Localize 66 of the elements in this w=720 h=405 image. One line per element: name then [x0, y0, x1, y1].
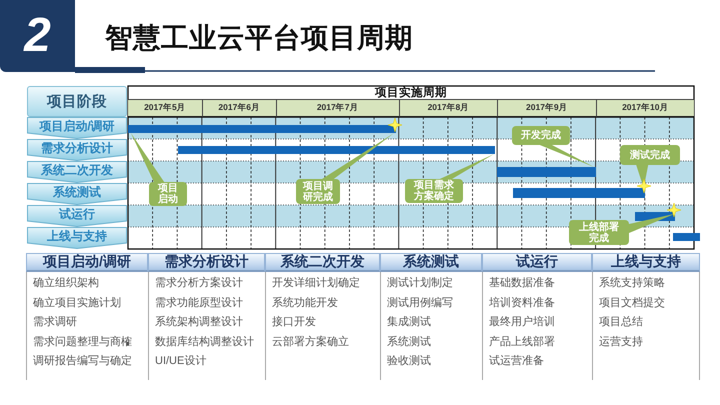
task-item: 试运营准备 — [489, 354, 544, 369]
gantt-bar — [128, 125, 396, 133]
task-item: 数据库结构调整设计 — [155, 334, 254, 350]
task-item: 验收测试 — [387, 354, 431, 369]
task-item: 确立组织架构 — [33, 276, 99, 291]
phase-header: 系统二次开发 — [265, 253, 380, 272]
callout-pointer — [540, 145, 594, 167]
callout-pointer — [440, 154, 494, 179]
task-item: 开发详细计划确定 — [272, 276, 360, 291]
task-item: UI/UE设计 — [155, 354, 206, 369]
task-item: 项目总结 — [599, 315, 643, 330]
callout-bubble: 上线部署完成 — [569, 220, 629, 245]
month-header: 2017年8月 — [398, 99, 498, 117]
stage-tab: 上线与支持 — [27, 227, 127, 249]
task-item: 接口开发 — [272, 314, 316, 330]
task-item: 培训资料准备 — [489, 296, 555, 310]
task-item: 需求问题整理与商榷 — [33, 334, 132, 350]
task-item: 测试计划制定 — [387, 276, 453, 291]
chart-heading: 项目实施周期 — [375, 86, 447, 99]
task-item: 运营支持 — [599, 334, 643, 350]
callout-bubble: 项目启动 — [149, 182, 187, 206]
callout-pointer — [629, 214, 675, 233]
task-item: 需求调研 — [33, 315, 77, 330]
callout-bubble: 开发完成 — [512, 126, 570, 145]
month-header: 2017年6月 — [202, 99, 276, 117]
task-item: 最终用户培训 — [489, 314, 555, 330]
stage-tab: 项目启动/调研 — [27, 117, 127, 139]
task-item: 确立项目实施计划 — [33, 296, 121, 310]
task-item: 基础数据准备 — [489, 276, 555, 291]
gantt-bar — [513, 188, 645, 198]
page-title: 智慧工业云平台项目周期 — [105, 21, 413, 55]
phase-header: 上线与支持 — [592, 253, 700, 272]
phase-header: 系统测试 — [380, 253, 482, 272]
gantt-bar — [497, 167, 596, 177]
phase-header: 需求分析设计 — [148, 253, 265, 272]
phase-header: 项目启动/调研 — [26, 253, 148, 272]
month-header: 2017年10月 — [596, 99, 694, 117]
task-item: 集成测试 — [387, 315, 431, 330]
month-header: 2017年9月 — [497, 99, 596, 117]
task-item: 调研报告编写与确定 — [33, 354, 132, 369]
callout-pointer — [130, 133, 164, 182]
stage-tab: 系统二次开发 — [27, 161, 127, 183]
task-item: 需求功能原型设计 — [155, 296, 243, 310]
stage-tab: 需求分析设计 — [27, 139, 127, 161]
callout-bubble: 项目调研完成 — [296, 179, 340, 204]
gantt-bar — [673, 233, 700, 241]
task-item: 需求分析方案设计 — [155, 276, 243, 291]
task-item: 项目文档提交 — [599, 296, 665, 310]
stage-header-box: 项目阶段 — [27, 86, 127, 117]
month-header: 2017年5月 — [128, 99, 202, 117]
task-column — [592, 272, 700, 380]
stage-tab: 试运行 — [27, 205, 127, 227]
task-item: 云部署方案确立 — [272, 334, 349, 350]
stage-tab: 系统测试 — [27, 183, 127, 205]
phase-header: 试运行 — [482, 253, 592, 272]
task-item: 系统测试 — [387, 334, 431, 350]
callout-bubble: 项目需求方案确定 — [405, 179, 463, 203]
callout-pointer — [322, 133, 394, 179]
section-number-badge: 2 — [0, 0, 75, 72]
task-item: 系统功能开发 — [272, 296, 338, 310]
gantt-bar — [178, 146, 495, 154]
task-item: 测试用例编写 — [387, 296, 453, 310]
task-item: 产品上线部署 — [489, 334, 555, 350]
month-header: 2017年7月 — [276, 99, 399, 117]
task-item: 系统支持策略 — [599, 276, 665, 291]
task-item: 系统架构调整设计 — [155, 314, 243, 330]
